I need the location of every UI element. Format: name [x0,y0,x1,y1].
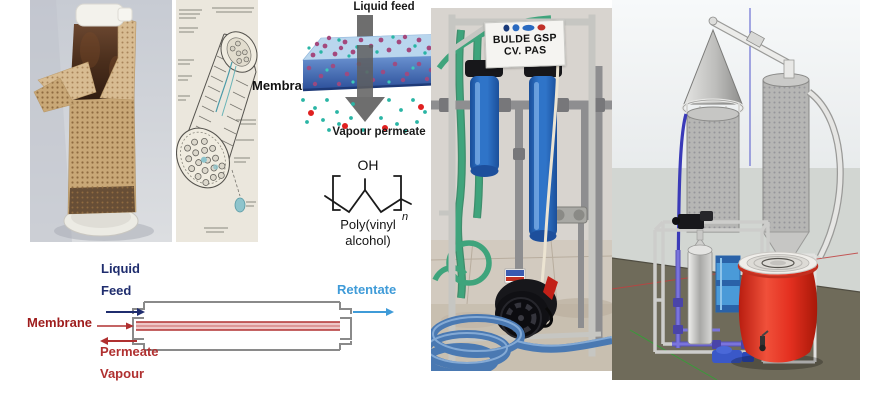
pva-structure [318,152,418,257]
unit-sign: BULDE GSP CV. PAS [484,19,566,69]
flat-membrane-schematic: Liquid Feed Retentate Membrane Permeate … [0,255,430,414]
sign-logos [503,23,546,32]
schematic-vapour-label: Vapour [100,366,145,381]
vapour-permeate-label: Vapour permeate [332,126,426,138]
schematic-feed-label: Feed [101,283,132,298]
sign-line1: BULDE GSP [492,31,557,47]
blue-oval-icon [522,24,535,31]
navy-crest-icon [503,24,510,32]
liquid-feed-label: Liquid feed [353,1,415,13]
pva-structure-art [324,175,412,214]
schematic-liquid-label: Liquid [101,261,140,276]
schematic-permeate-label: Permeate [100,344,159,359]
pilot-unit-photo-art [431,8,612,371]
blue-globe-icon [512,24,520,32]
pva-caption-line1: Poly(vinyl [340,217,396,232]
sketchup-render [611,0,861,381]
pva-oh-label: OH [357,157,379,173]
flat-membrane-schematic-art [97,301,394,351]
membrane-module-photo [30,0,172,242]
pva-n-subscript: n [402,211,409,223]
sign-line2: CV. PAS [503,44,547,58]
membrane-module-photo-art [30,0,172,242]
pva-caption-line2: alcohol) [345,233,391,248]
hollow-fiber-sketch [176,0,258,242]
membrane-label-top: Membrane [252,78,318,93]
schematic-membrane-label: Membrane [27,315,93,330]
pilot-unit-photo: BULDE GSP CV. PAS [431,8,612,371]
sketchup-render-art [611,0,861,381]
red-badge-icon [537,23,546,31]
schematic-retentate-label: Retentate [337,282,397,297]
hollow-fiber-sketch-art [176,0,258,242]
